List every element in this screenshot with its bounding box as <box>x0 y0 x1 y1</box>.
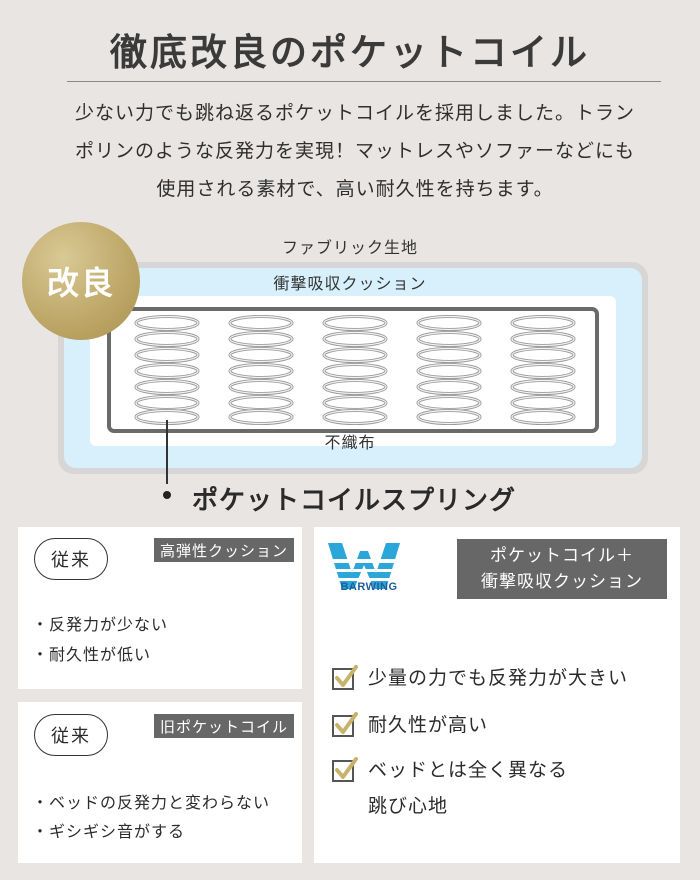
bullet-item: ・ベッドの反発力と変わらない <box>32 793 271 812</box>
feature-text: 少量の力でも反発力が大きい <box>368 667 629 689</box>
feature-text: ベッドとは全く異なる 跳び心地 <box>368 752 568 824</box>
feature-row: 少量の力でも反発力が大きい <box>332 665 628 696</box>
pocket-coil-label: ポケットコイルスプリング <box>192 486 517 516</box>
barwing-w-logo-icon <box>328 543 410 589</box>
conventional-cushion-card: 従来 高弾性クッション ・反発力が少ない ・耐久性が低い <box>18 527 302 689</box>
conventional-pill: 従来 <box>34 714 108 756</box>
coil-spring <box>416 315 482 425</box>
lead-text: 少ない力でも跳ね返るポケットコイルを採用しました。トラン ポリンのような反発力を… <box>35 94 675 208</box>
lead-line: ポリンのような反発力を実現！マットレスやソファーなどにも <box>74 140 635 162</box>
nonwoven-frame <box>107 307 599 433</box>
pocket-coils-illustration <box>134 315 576 425</box>
feature-text: 耐久性が高い <box>368 714 489 736</box>
bullet-item: ・ギシギシ音がする <box>32 822 186 841</box>
feature-row: ベッドとは全く異なる 跳び心地 <box>332 757 568 824</box>
check-icon <box>332 665 358 690</box>
coil-spring <box>228 315 294 425</box>
bullet-item: ・反発力が少ない <box>32 615 169 634</box>
conventional-pill: 従来 <box>34 538 108 580</box>
shock-cushion-label: 衝撃吸収クッション <box>273 274 427 293</box>
leader-line <box>166 420 168 484</box>
product-tag: 旧ポケットコイル <box>154 714 294 738</box>
feature-text-line: 跳び心地 <box>368 795 449 817</box>
title-divider <box>67 81 661 82</box>
feature-row: 耐久性が高い <box>332 712 488 743</box>
product-tag: 高弾性クッション <box>154 538 294 562</box>
brand-name: BARWING <box>340 581 398 593</box>
conventional-pocket-card: 従来 旧ポケットコイル ・ベッドの反発力と変わらない ・ギシギシ音がする <box>18 702 302 863</box>
page-title: 徹底改良のポケットコイル <box>110 31 590 74</box>
tag-line: 衝撃吸収クッション <box>481 572 643 592</box>
bullet-item: ・耐久性が低い <box>32 645 152 664</box>
leader-dot <box>163 491 171 499</box>
lead-line: 少ない力でも跳ね返るポケットコイルを採用しました。トラン <box>74 102 635 124</box>
coil-spring <box>510 315 576 425</box>
inner-layer <box>90 296 616 446</box>
feature-text-line: ベッドとは全く異なる <box>368 759 569 781</box>
check-icon <box>332 757 358 782</box>
check-icon <box>332 712 358 737</box>
product-tag: ポケットコイル＋ 衝撃吸収クッション <box>457 539 667 599</box>
improved-badge: 改良 <box>22 222 140 340</box>
tag-line: ポケットコイル＋ <box>490 546 634 566</box>
coil-spring <box>322 315 388 425</box>
lead-line: 使用される素材で、高い耐久性を持ちます。 <box>156 178 554 200</box>
barwing-card: BARWING ポケットコイル＋ 衝撃吸収クッション 少量の力でも反発力が大きい… <box>314 527 680 863</box>
nonwoven-label: 不織布 <box>324 433 376 452</box>
coil-spring <box>134 315 200 425</box>
fabric-label: ファブリック生地 <box>281 238 418 257</box>
